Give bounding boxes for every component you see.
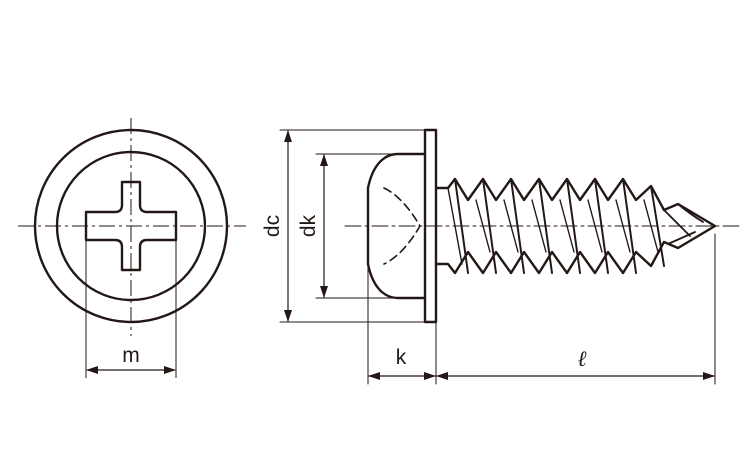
screw-tip-detail [663, 203, 704, 245]
recess-hidden-lines [383, 187, 421, 265]
head-circle [55, 150, 207, 302]
dk-label: dk [297, 214, 320, 237]
thread-helix-lines [454, 178, 665, 274]
thread-root-lines [447, 187, 659, 265]
thread-outline [434, 177, 717, 275]
washer-outer-circle [33, 128, 229, 324]
screw-head-profile [366, 152, 427, 300]
k-label: k [396, 346, 407, 369]
m-label: m [122, 344, 140, 367]
washer-profile [423, 128, 438, 324]
l-label: ℓ [577, 347, 587, 372]
phillips-recess [84, 180, 178, 272]
top-view [18, 118, 246, 378]
side-view [279, 128, 741, 385]
dc-label: dc [261, 215, 284, 237]
